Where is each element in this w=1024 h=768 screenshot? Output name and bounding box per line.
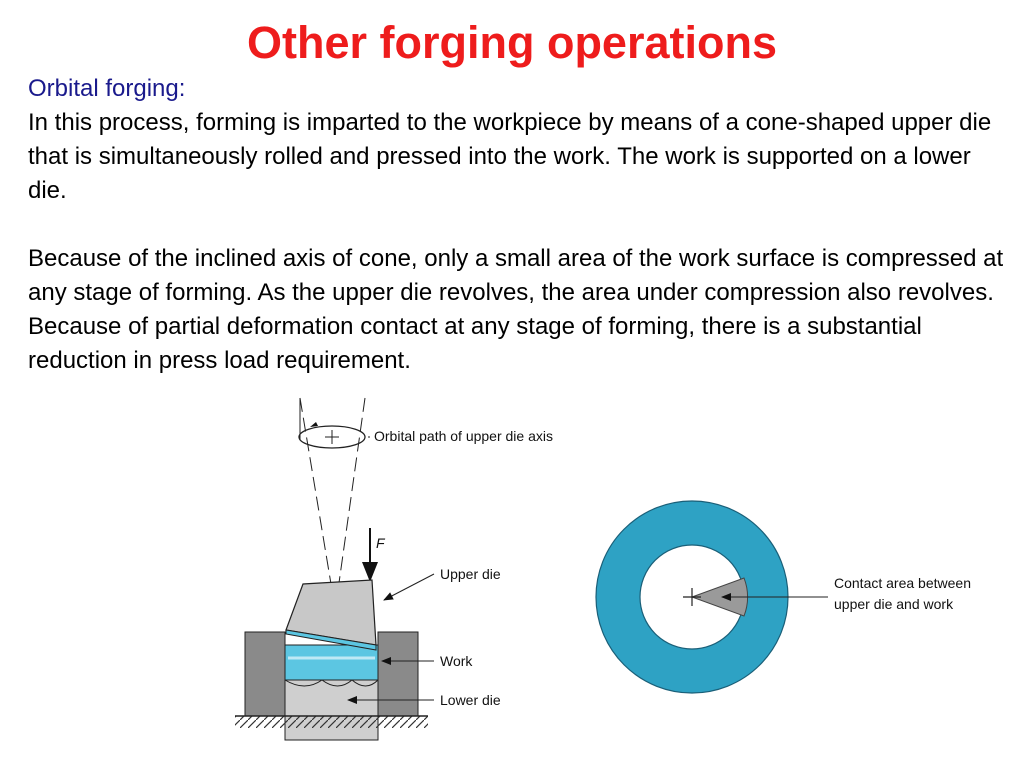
contact-label-line2: upper die and work — [834, 596, 954, 612]
paragraph-2: Because of the inclined axis of cone, on… — [28, 245, 1004, 374]
upper-die-label: Upper die — [440, 566, 501, 582]
lower-die-cavity — [284, 679, 379, 687]
orbital-path-ellipse — [298, 425, 366, 449]
upper-die-leader — [383, 573, 435, 601]
work-label: Work — [440, 653, 473, 669]
contact-area-figure: Contact area between upper die and work — [595, 500, 971, 694]
lower-die-shape — [284, 679, 379, 741]
axis-line-right — [337, 397, 366, 591]
force-label: F — [376, 535, 386, 551]
right-container-wall — [377, 631, 419, 717]
orbital-path-label: Orbital path of upper die axis — [374, 428, 553, 444]
work-shape — [284, 644, 379, 681]
forging-press-figure: F Orbital path of upper die axis Upper d… — [235, 397, 553, 741]
body-text: Orbital forging: In this process, formin… — [28, 72, 1008, 378]
contact-label-line1: Contact area between — [834, 575, 971, 591]
left-container-wall — [244, 631, 286, 717]
base-hatch — [235, 716, 428, 728]
slide-title: Other forging operations — [246, 17, 777, 68]
lower-die-label: Lower die — [440, 692, 501, 708]
subheading: Orbital forging: — [28, 75, 186, 102]
upper-die-contact — [285, 629, 377, 651]
paragraph-1: In this process, forming is imparted to … — [28, 109, 992, 204]
orbital-direction-arrow — [310, 422, 318, 427]
